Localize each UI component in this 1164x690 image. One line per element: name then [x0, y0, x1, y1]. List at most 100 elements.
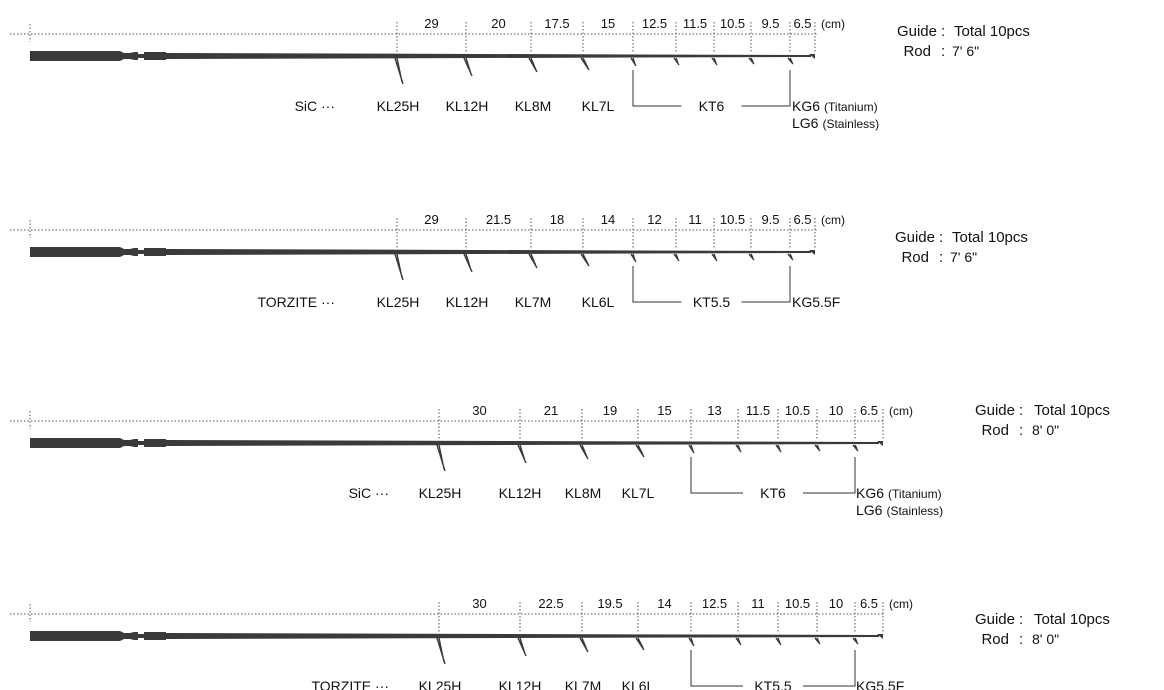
rod-grip [30, 51, 138, 61]
guide-mark [748, 253, 755, 261]
spacing-value: 20 [491, 16, 505, 31]
material-label: TORZITE ··· [257, 294, 335, 310]
info-colon: : [1019, 422, 1023, 439]
rod-blank [166, 440, 879, 446]
info-colon: : [941, 23, 945, 40]
alt-top-guide-name: LG6 [856, 502, 883, 518]
guide-mark [775, 444, 782, 453]
guide-mark [852, 444, 859, 452]
guide-mark [579, 444, 589, 460]
guide-mark [787, 253, 794, 261]
middle-guide-label: KT6 [760, 485, 786, 501]
reel-seat [144, 248, 166, 256]
spacing-value: 19 [603, 403, 617, 418]
guide-label: KL12H [499, 485, 542, 501]
rod-info-label: Rod [903, 43, 931, 60]
spacing-value: 11.5 [746, 403, 770, 418]
bracket-right [741, 266, 791, 303]
spacing-value: 11 [751, 596, 765, 611]
top-guide-label: KG6(Titanium) [792, 98, 878, 114]
top-guide-name: KG5.5F [856, 678, 904, 690]
rod-info-label: Rod [981, 422, 1009, 439]
rod-grip [30, 247, 138, 257]
spacing-value: 9.5 [761, 212, 779, 227]
bracket-right [803, 650, 856, 687]
rod-blank [166, 53, 811, 59]
material-label: SiC ··· [349, 485, 389, 501]
unit-label: (cm) [821, 17, 845, 31]
rod-info-label: Rod [981, 631, 1009, 648]
bracket-left [632, 70, 682, 107]
info-colon: : [941, 43, 945, 60]
guide-mark [635, 637, 645, 651]
bracket-left [690, 457, 743, 494]
reel-seat [144, 52, 166, 60]
guide-info-label: Guide [975, 611, 1015, 628]
guide-label: KL25H [419, 678, 462, 690]
reel-seat [144, 632, 166, 640]
spacing-value: 17.5 [544, 16, 569, 31]
spacing-value: 10.5 [785, 596, 810, 611]
spacing-value: 12 [647, 212, 661, 227]
guide-label: KL7M [565, 678, 602, 690]
guide-mark [688, 444, 695, 454]
guide-mark [748, 57, 755, 65]
guide-label: KL12H [499, 678, 542, 690]
guide-label: KL7L [582, 98, 615, 114]
guide-label: KL25H [419, 485, 462, 501]
guide-mark [436, 637, 446, 665]
spacing-value: 10.5 [785, 403, 810, 418]
top-guide-name: KG6 [856, 485, 884, 501]
rod-info-value: 8' 0" [1032, 422, 1059, 438]
guide-label: KL8M [515, 98, 552, 114]
guide-label: KL12H [446, 294, 489, 310]
guide-mark [814, 637, 821, 645]
spacing-value: 6.5 [793, 16, 811, 31]
spacing-value: 11 [688, 212, 702, 227]
guide-label: KL6L [582, 294, 615, 310]
spacing-value: 15 [601, 16, 615, 31]
guide-mark [394, 57, 404, 85]
guide-info-value: Total 10pcs [952, 229, 1028, 246]
guide-label: KL12H [446, 98, 489, 114]
spacing-value: 6.5 [860, 596, 878, 611]
spacing-value: 10.5 [720, 212, 745, 227]
guide-mark [579, 637, 589, 653]
info-colon: : [939, 229, 943, 246]
spacing-value: 15 [657, 403, 671, 418]
tip-top [877, 634, 883, 639]
guide-mark [635, 444, 645, 458]
guide-label: KL8M [565, 485, 602, 501]
spacing-value: 22.5 [538, 596, 563, 611]
guide-mark [528, 57, 538, 73]
spacing-value: 21 [544, 403, 558, 418]
spacing-value: 9.5 [761, 16, 779, 31]
spacing-value: 18 [550, 212, 564, 227]
guide-mark [580, 253, 590, 267]
rod-joint [138, 634, 144, 638]
alt-top-guide-note: (Stainless) [822, 117, 879, 131]
spacing-value: 10 [829, 403, 843, 418]
guide-info-label: Guide [895, 229, 935, 246]
spacing-value: 6.5 [860, 403, 878, 418]
spacing-value: 10.5 [720, 16, 745, 31]
guide-mark [528, 253, 538, 269]
spacing-value: 30 [472, 596, 486, 611]
bracket-right [803, 457, 856, 494]
bracket-left [632, 266, 682, 303]
rod-blank [166, 249, 811, 255]
guide-info-value: Total 10pcs [954, 23, 1030, 40]
rod-grip [30, 438, 138, 448]
spacing-value: 6.5 [793, 212, 811, 227]
top-guide-label: KG5.5F [856, 678, 904, 690]
rod-grip [30, 631, 138, 641]
unit-label: (cm) [889, 597, 913, 611]
guide-info-value: Total 10pcs [1034, 402, 1110, 419]
guide-mark [673, 57, 680, 66]
rod-joint [138, 441, 144, 445]
info-colon: : [1019, 611, 1023, 628]
